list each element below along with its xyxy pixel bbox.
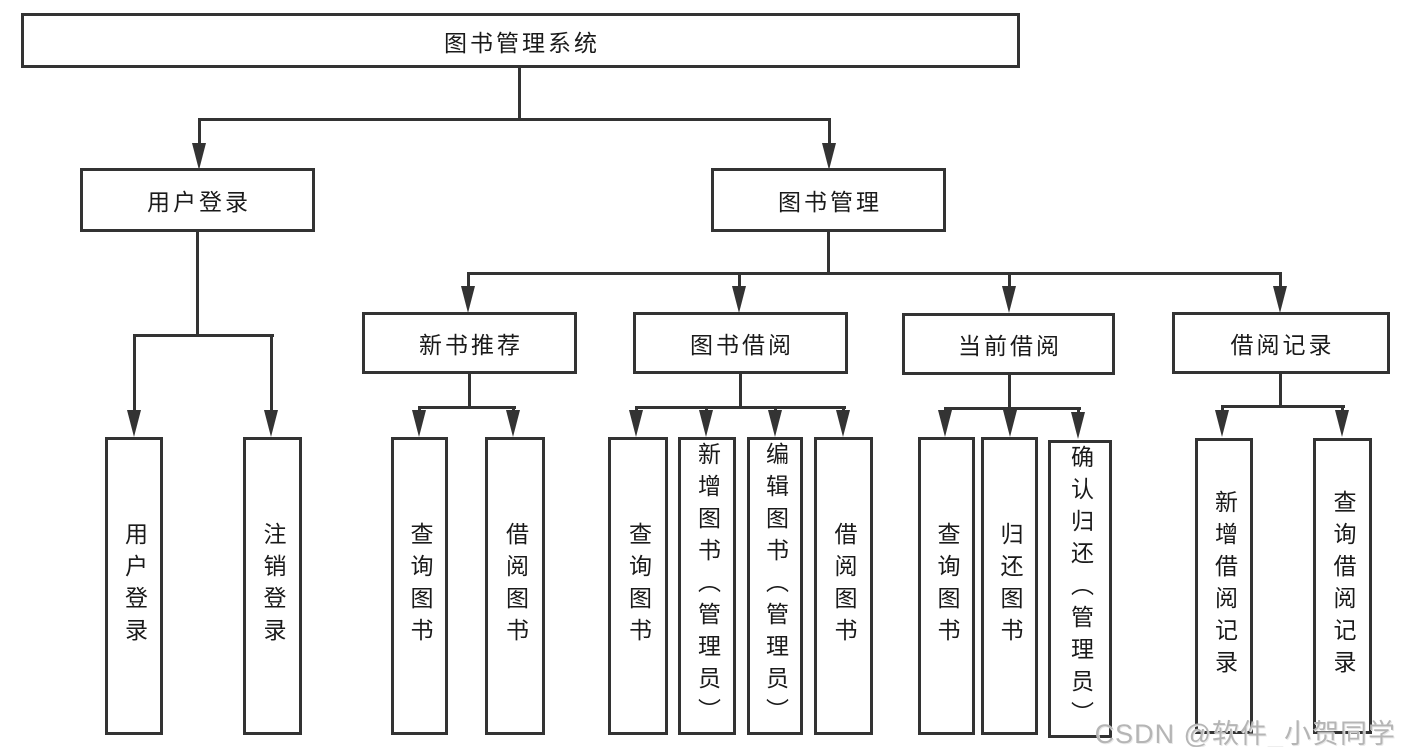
leaf-query-books-2-box: 查询图书 [608, 437, 668, 735]
arrowhead-down [192, 143, 206, 170]
leaf-edit-books-admin-label: 编辑图书（管理员） [762, 442, 789, 730]
node-borrowing-records-box: 借阅记录 [1172, 312, 1390, 374]
arrowhead-down [412, 410, 426, 437]
watermark-text: CSDN @软件_小贺同学 [1094, 719, 1396, 747]
leaf-return-books-box: 归还图书 [981, 437, 1038, 735]
node-book-management-box: 图书管理 [711, 168, 946, 232]
leaf-query-borrow-record-box: 查询借阅记录 [1313, 438, 1372, 734]
leaf-borrow-books-1-label: 借阅图书 [502, 522, 529, 650]
connector-line [133, 334, 136, 411]
connector-line [1008, 375, 1011, 409]
connector-line [467, 272, 470, 288]
arrowhead-down [699, 410, 713, 437]
leaf-query-books-1-box: 查询图书 [391, 437, 448, 735]
node-user-login-box: 用户登录 [80, 168, 315, 232]
arrowhead-down [938, 410, 952, 437]
leaf-query-books-2-label: 查询图书 [625, 522, 652, 650]
arrowhead-down [1335, 410, 1349, 437]
leaf-logout-box: 注销登录 [243, 437, 302, 735]
node-current-borrowing-label: 当前借阅 [958, 333, 1062, 359]
connector-line [1221, 405, 1224, 412]
arrowhead-down [1071, 412, 1085, 439]
node-new-book-recommend-label: 新书推荐 [419, 332, 523, 358]
leaf-add-books-admin-box: 新增图书（管理员） [678, 437, 736, 735]
leaf-add-borrow-record-box: 新增借阅记录 [1195, 438, 1253, 734]
leaf-confirm-return-admin-box: 确认归还（管理员） [1048, 440, 1112, 738]
leaf-logout-label: 注销登录 [260, 522, 286, 650]
connector-line [635, 406, 638, 412]
connector-line [705, 406, 708, 412]
node-new-book-recommend-box: 新书推荐 [362, 312, 577, 374]
connector-line [418, 406, 421, 412]
leaf-query-books-3-label: 查询图书 [934, 522, 960, 650]
node-book-management-label: 图书管理 [778, 189, 882, 215]
connector-line [518, 68, 521, 119]
connector-line [944, 407, 1081, 410]
connector-line [1009, 407, 1012, 412]
arrowhead-down [506, 410, 520, 437]
connector-line [512, 406, 515, 412]
connector-line [198, 118, 831, 121]
connector-line [1279, 272, 1282, 288]
leaf-borrow-books-1-box: 借阅图书 [485, 437, 545, 735]
leaf-return-books-label: 归还图书 [997, 522, 1023, 650]
arrowhead-down [1003, 410, 1017, 437]
arrowhead-down [822, 143, 836, 170]
node-current-borrowing-box: 当前借阅 [902, 313, 1115, 375]
connector-line [1279, 374, 1282, 407]
connector-line [842, 406, 845, 412]
connector-line [418, 406, 516, 409]
leaf-query-books-3-box: 查询图书 [918, 437, 975, 735]
leaf-user-login-label: 用户登录 [121, 522, 148, 650]
connector-line [1221, 405, 1345, 408]
node-user-login-label: 用户登录 [147, 189, 251, 215]
connector-line [467, 272, 1282, 275]
arrowhead-down [836, 410, 850, 437]
node-library-system-label: 图书管理系统 [444, 29, 600, 56]
connector-line [774, 406, 777, 412]
leaf-add-borrow-record-label: 新增借阅记录 [1211, 490, 1238, 682]
arrowhead-down [629, 410, 643, 437]
arrowhead-down [732, 286, 746, 313]
arrowhead-down [1215, 410, 1229, 437]
connector-line [635, 406, 846, 409]
connector-line [1077, 407, 1080, 412]
connector-line [738, 272, 741, 288]
connector-line [1341, 405, 1344, 412]
connector-line [198, 118, 201, 146]
connector-line [468, 374, 471, 407]
connector-line [133, 334, 274, 337]
connector-line [1008, 272, 1011, 288]
node-library-system-box: 图书管理系统 [21, 13, 1020, 68]
arrowhead-down [461, 286, 475, 313]
leaf-query-books-1-label: 查询图书 [407, 522, 433, 650]
leaf-query-borrow-record-label: 查询借阅记录 [1330, 490, 1356, 682]
connector-line [196, 232, 199, 335]
arrowhead-down [127, 410, 141, 437]
connector-line [739, 374, 742, 407]
leaf-user-login-box: 用户登录 [105, 437, 163, 735]
connector-line [827, 232, 830, 273]
node-borrowing-records-label: 借阅记录 [1230, 332, 1335, 358]
leaf-borrow-books-2-box: 借阅图书 [814, 437, 873, 735]
leaf-confirm-return-admin-label: 确认归还（管理员） [1067, 445, 1094, 733]
leaf-add-books-admin-label: 新增图书（管理员） [694, 442, 721, 730]
node-book-borrowing-label: 图书借阅 [690, 332, 794, 358]
arrowhead-down [264, 410, 278, 437]
connector-line [828, 118, 831, 146]
arrowhead-down [768, 410, 782, 437]
node-book-borrowing-box: 图书借阅 [633, 312, 848, 374]
arrowhead-down [1273, 286, 1287, 313]
leaf-edit-books-admin-box: 编辑图书（管理员） [747, 437, 803, 735]
connector-line [944, 407, 947, 412]
leaf-borrow-books-2-label: 借阅图书 [831, 522, 857, 650]
arrowhead-down [1002, 286, 1016, 313]
connector-line [270, 334, 273, 411]
